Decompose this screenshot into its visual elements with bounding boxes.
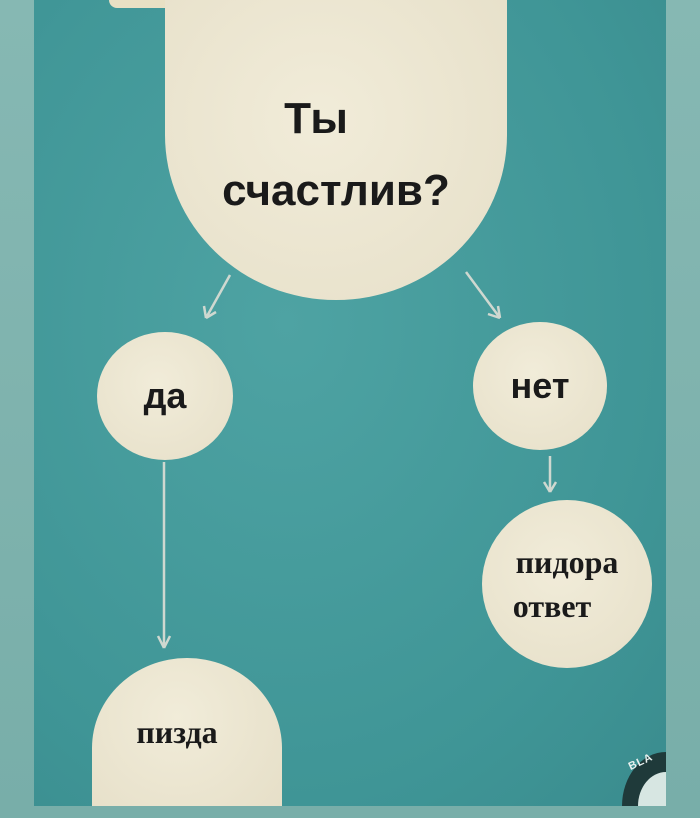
yes-result-node: пизда [92, 658, 282, 806]
arrow-no-to-result [542, 456, 558, 493]
arrow-yes-to-result [156, 462, 172, 649]
no-result-node: пидора ответ [482, 500, 652, 668]
question-line1: Ты [284, 94, 348, 143]
flowchart-board: Ты счастлив? да нет пидора ответ пизда B… [34, 0, 666, 806]
yes-label: да [143, 375, 187, 416]
no-node: нет [473, 322, 607, 450]
yes-result-label: пизда [136, 713, 218, 750]
question-node: Ты счастлив? [165, 0, 507, 300]
no-result-line2: ответ [512, 588, 592, 624]
arrows [156, 271, 558, 649]
arrow-to-no [464, 271, 502, 320]
question-line2: счастлив? [222, 166, 450, 215]
brand-logo: BLA [622, 751, 666, 806]
no-label: нет [510, 365, 570, 406]
no-result-line1: пидора [515, 544, 619, 580]
paper-scrap [109, 0, 199, 8]
arrow-to-yes [202, 274, 232, 320]
yes-node: да [97, 332, 233, 460]
